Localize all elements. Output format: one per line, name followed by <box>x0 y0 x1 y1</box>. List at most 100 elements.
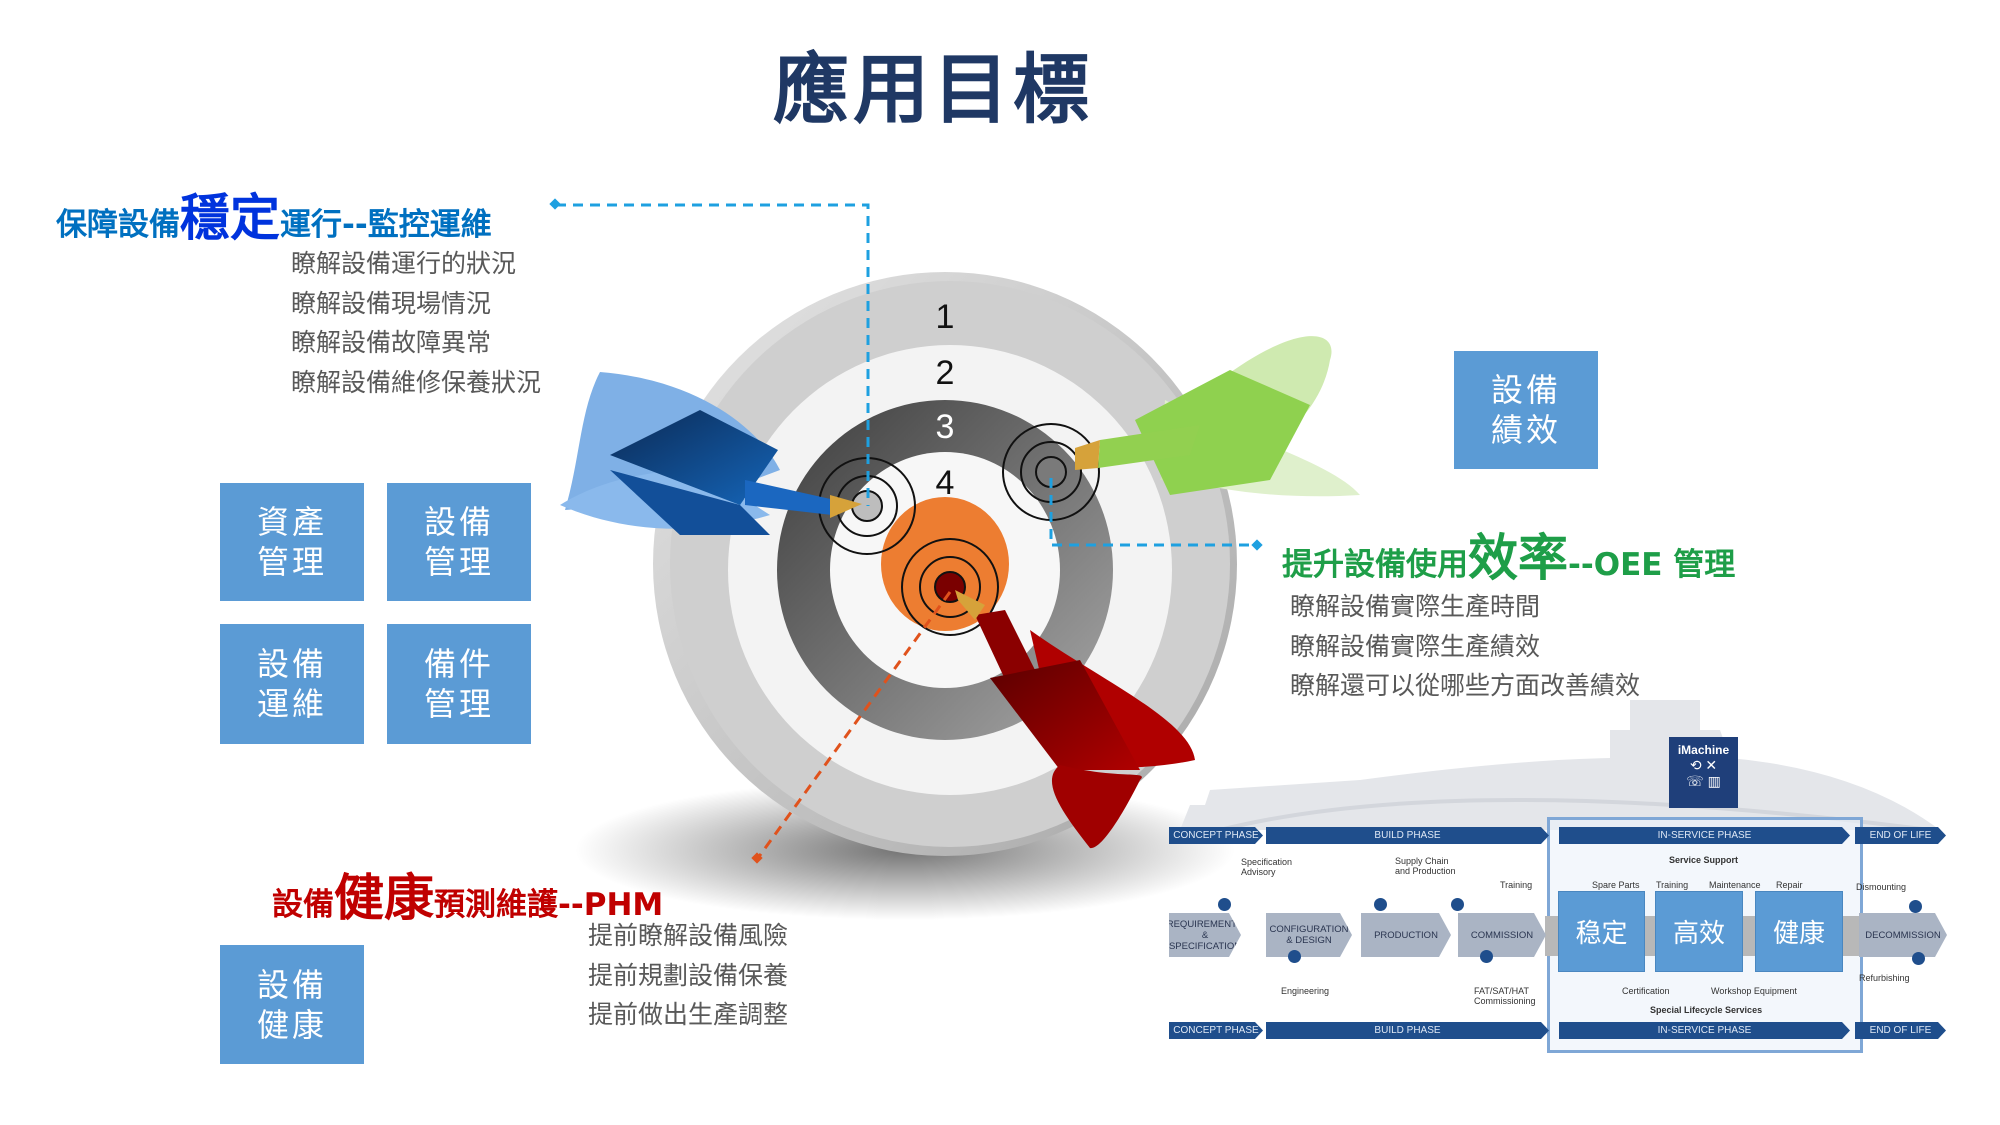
label-training: Training <box>1500 880 1533 890</box>
label-spare-parts: Spare Parts <box>1592 880 1640 890</box>
heading-health: 設備健康預測維護--PHM <box>272 858 663 930</box>
label-dismounting: Dismounting <box>1856 882 1907 892</box>
tile-spare-parts: 備件管理 <box>387 624 531 744</box>
connector-health <box>756 591 952 859</box>
milestone-dot <box>1909 900 1922 913</box>
milestone-dot <box>1288 950 1301 963</box>
dart-green <box>1075 336 1360 497</box>
tile-text: 設備 <box>1490 371 1561 409</box>
tile-equipment-maintenance: 設備運維 <box>220 624 364 744</box>
step-requirements: REQUIREMENTS&SPECIFICATION <box>1169 913 1241 957</box>
connector-stable <box>556 203 870 506</box>
target-bullseye <box>881 497 1009 631</box>
page-title: 應用目標 <box>773 45 1093 134</box>
heading-efficiency: 提升設備使用效率--OEE 管理 <box>1282 518 1735 590</box>
phase-inservice-top: IN-SERVICE PHASE <box>1559 827 1850 844</box>
tile-asset-management: 資產管理 <box>220 483 364 601</box>
tile-text: 管理 <box>423 543 494 581</box>
heading-efficiency-suffix: --OEE 管理 <box>1568 547 1736 583</box>
connector-efficiency <box>1049 478 1256 547</box>
tile-equipment-performance: 設備績效 <box>1454 351 1598 469</box>
heading-efficiency-emphasis: 效率 <box>1468 529 1568 587</box>
label-maintenance: Maintenance <box>1709 880 1761 890</box>
label-text: Commissioning <box>1474 996 1536 1006</box>
list-item: 瞭解設備運行的狀況 <box>291 249 517 278</box>
phase-eol-top: END OF LIFE <box>1855 827 1946 844</box>
step-text: & <box>1201 929 1209 941</box>
stable-list: 瞭解設備運行的狀況 瞭解設備現場情況 瞭解設備故障異常 瞭解設備維修保養狀況 <box>291 244 541 402</box>
list-item: 瞭解設備實際生產時間 <box>1290 592 1541 621</box>
dart-blue <box>560 372 862 535</box>
milestone-dot <box>1451 898 1464 911</box>
tile-text: 績效 <box>1490 411 1561 449</box>
ring-label-3: 3 <box>936 408 955 446</box>
phase-build-top: BUILD PHASE <box>1266 827 1549 844</box>
label-text: Supply Chain <box>1395 856 1449 866</box>
label-text: FAT/SAT/HAT <box>1474 986 1530 996</box>
label-training-service: Training <box>1656 880 1689 890</box>
milestone-dot <box>1480 950 1493 963</box>
step-configuration: CONFIGURATION& DESIGN <box>1266 913 1352 957</box>
heading-health-emphasis: 健康 <box>334 869 434 927</box>
tile-text: 資產 <box>256 503 327 541</box>
step-text: SPECIFICATION <box>1168 940 1242 952</box>
tile-text: 管理 <box>256 543 327 581</box>
list-item: 瞭解設備故障異常 <box>291 328 492 357</box>
heading-efficiency-prefix: 提升設備使用 <box>1282 547 1468 583</box>
step-text: & DESIGN <box>1286 935 1332 946</box>
list-item: 瞭解還可以從哪些方面改善績效 <box>1290 671 1641 700</box>
heading-health-suffix: 預測維護--PHM <box>434 887 664 923</box>
dart-red <box>955 590 1195 849</box>
phase-concept-bottom: CONCEPT PHASE <box>1169 1022 1263 1039</box>
imachine-logo: iMachine ⟲ ✕☏ ▥ <box>1669 737 1738 808</box>
ring-label-1: 1 <box>936 298 955 336</box>
step-decommission: DECOMMISSION <box>1859 913 1947 957</box>
label-certification: Certification <box>1622 986 1670 996</box>
list-item: 提前做出生產調整 <box>588 1000 789 1029</box>
phase-build-bottom: BUILD PHASE <box>1266 1022 1549 1039</box>
ship-silhouette <box>1180 700 1940 830</box>
goal-efficient: 高效 <box>1655 891 1743 972</box>
list-item: 瞭解設備維修保養狀況 <box>291 367 542 397</box>
label-special-services: Special Lifecycle Services <box>1650 1005 1763 1015</box>
heading-stable: 保障設備穩定運行--監控運維 <box>56 178 492 250</box>
efficiency-list: 瞭解設備實際生產時間 瞭解設備實際生產績效 瞭解還可以從哪些方面改善績效 <box>1290 587 1640 706</box>
label-text: and Production <box>1395 866 1456 876</box>
label-text: Advisory <box>1241 867 1276 877</box>
heading-stable-suffix: 運行--監控運維 <box>280 207 492 243</box>
phase-concept-top: CONCEPT PHASE <box>1169 827 1263 844</box>
tile-text: 設備 <box>423 503 494 541</box>
tile-text: 管理 <box>423 685 494 723</box>
ring-label-4: 4 <box>936 464 955 502</box>
step-text: REQUIREMENTS <box>1166 918 1244 930</box>
goal-stable: 稳定 <box>1558 891 1645 972</box>
heading-stable-emphasis: 穩定 <box>180 189 280 247</box>
list-item: 瞭解設備現場情況 <box>291 288 492 318</box>
list-item: 瞭解設備實際生產績效 <box>1290 631 1541 661</box>
tile-text: 設備 <box>256 645 327 683</box>
phase-inservice-bottom: IN-SERVICE PHASE <box>1559 1022 1850 1039</box>
health-list: 提前瞭解設備風險 提前規劃設備保養 提前做出生產調整 <box>588 916 788 1035</box>
milestone-dot <box>1912 952 1925 965</box>
tile-equipment-management: 設備管理 <box>387 483 531 601</box>
tile-text: 健康 <box>256 1005 327 1044</box>
label-repair: Repair <box>1776 880 1803 890</box>
tile-text: 備件 <box>423 645 494 683</box>
label-service-support: Service Support <box>1669 855 1739 865</box>
step-text: CONFIGURATION <box>1269 924 1349 935</box>
list-item: 提前瞭解設備風險 <box>588 921 789 950</box>
milestone-dot <box>1374 898 1387 911</box>
label-text: Specification <box>1241 857 1293 867</box>
heading-health-prefix: 設備 <box>272 887 334 923</box>
heading-stable-prefix: 保障設備 <box>56 207 180 243</box>
tile-text: 設備 <box>256 965 327 1004</box>
phase-eol-bottom: END OF LIFE <box>1855 1022 1946 1039</box>
goal-healthy: 健康 <box>1755 891 1843 972</box>
tile-text: 運維 <box>256 685 327 723</box>
ring-label-2: 2 <box>936 354 955 392</box>
